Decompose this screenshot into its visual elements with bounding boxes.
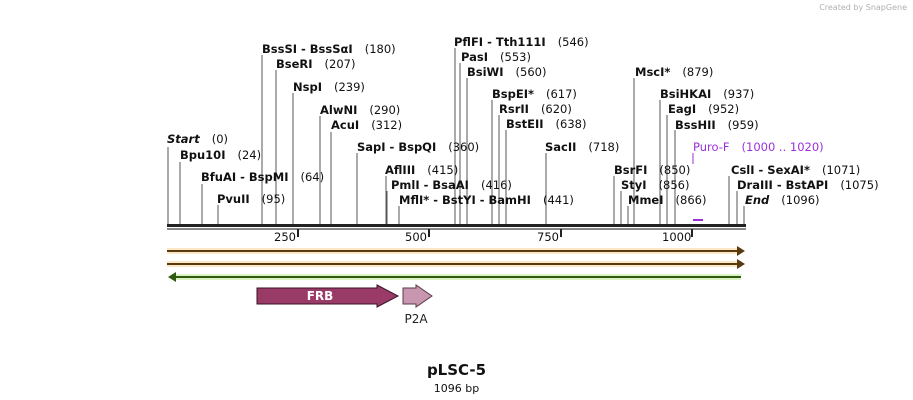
enzyme-label: SapI - BspQI(360) [357,140,479,154]
primer-binding-mark [693,219,703,221]
enzyme-label: AcuI(312) [331,118,402,132]
enzyme-label: MmeI(866) [628,193,706,207]
enzyme-label: End(1096) [745,193,820,207]
ruler-labels: 250 500 750 1000 [274,230,691,244]
ruler-tick-label: 750 [537,230,559,244]
enzyme-label: BsrFI(850) [614,163,690,177]
enzyme-label: StyI(856) [621,178,690,192]
ruler-tick-label: 1000 [662,230,691,244]
enzyme-label: BsiWI(560) [467,65,546,79]
orf-arrow-1[interactable] [167,246,745,256]
primer-label: Puro-F(1000 .. 1020) [693,140,824,154]
enzyme-label: BfuAI - BspMI(64) [201,170,324,184]
enzyme-label: PmlI - BsaAI(416) [391,178,512,192]
enzyme-label: AflIII(415) [385,163,458,177]
enzyme-label: EagI(952) [668,102,739,116]
enzyme-label: DraIII - BstAPI(1075) [737,178,879,192]
feature-label: FRB [307,289,334,303]
enzyme-label: Bpu10I(24) [180,148,261,162]
enzyme-label: MscI*(879) [635,65,713,79]
orf-arrow-2[interactable] [167,259,745,269]
enzyme-label: BstEII(638) [506,117,586,131]
enzyme-label: CslI - SexAI*(1071) [731,163,860,177]
plasmid-length: 1096 bp [433,382,480,395]
enzyme-label: RsrII(620) [499,102,572,116]
enzyme-label: BsiHKAI(937) [660,87,754,101]
enzyme-label: SacII(718) [545,140,619,154]
enzyme-label: BssSI - BssSαI(180) [262,42,396,56]
enzyme-label: PasI(553) [461,50,531,64]
enzyme-label: MflI* - BstYI - BamHI(441) [399,193,574,207]
primer-puro-f[interactable]: Puro-F(1000 .. 1020) [692,140,824,221]
enzyme-labels: Start(0) Bpu10I(24) BfuAI - BspMI(64) Pv… [167,35,879,207]
plasmid-name: pLSC-5 [426,361,487,379]
enzyme-label: NspI(239) [293,80,365,94]
enzyme-label: Start(0) [167,132,228,146]
orf-arrow-3[interactable] [168,272,741,282]
dna-backbone [167,224,746,237]
enzyme-cut-lines [167,48,745,224]
enzyme-label: BssHII(959) [675,118,759,132]
feature-p2a[interactable]: P2A [402,284,433,326]
enzyme-label: BseRI(207) [276,57,355,71]
feature-frb[interactable]: FRB [256,284,400,308]
feature-label: P2A [404,312,428,326]
ruler-tick-label: 250 [274,230,296,244]
enzyme-label: PflFI - Tth111I(546) [454,35,589,49]
ruler-tick-label: 500 [405,230,427,244]
enzyme-label: AlwNI(290) [320,103,400,117]
enzyme-label: PvuII(95) [217,192,285,206]
enzyme-label: BspEI*(617) [492,87,577,101]
snapgene-credit: Created by SnapGene [819,3,907,12]
